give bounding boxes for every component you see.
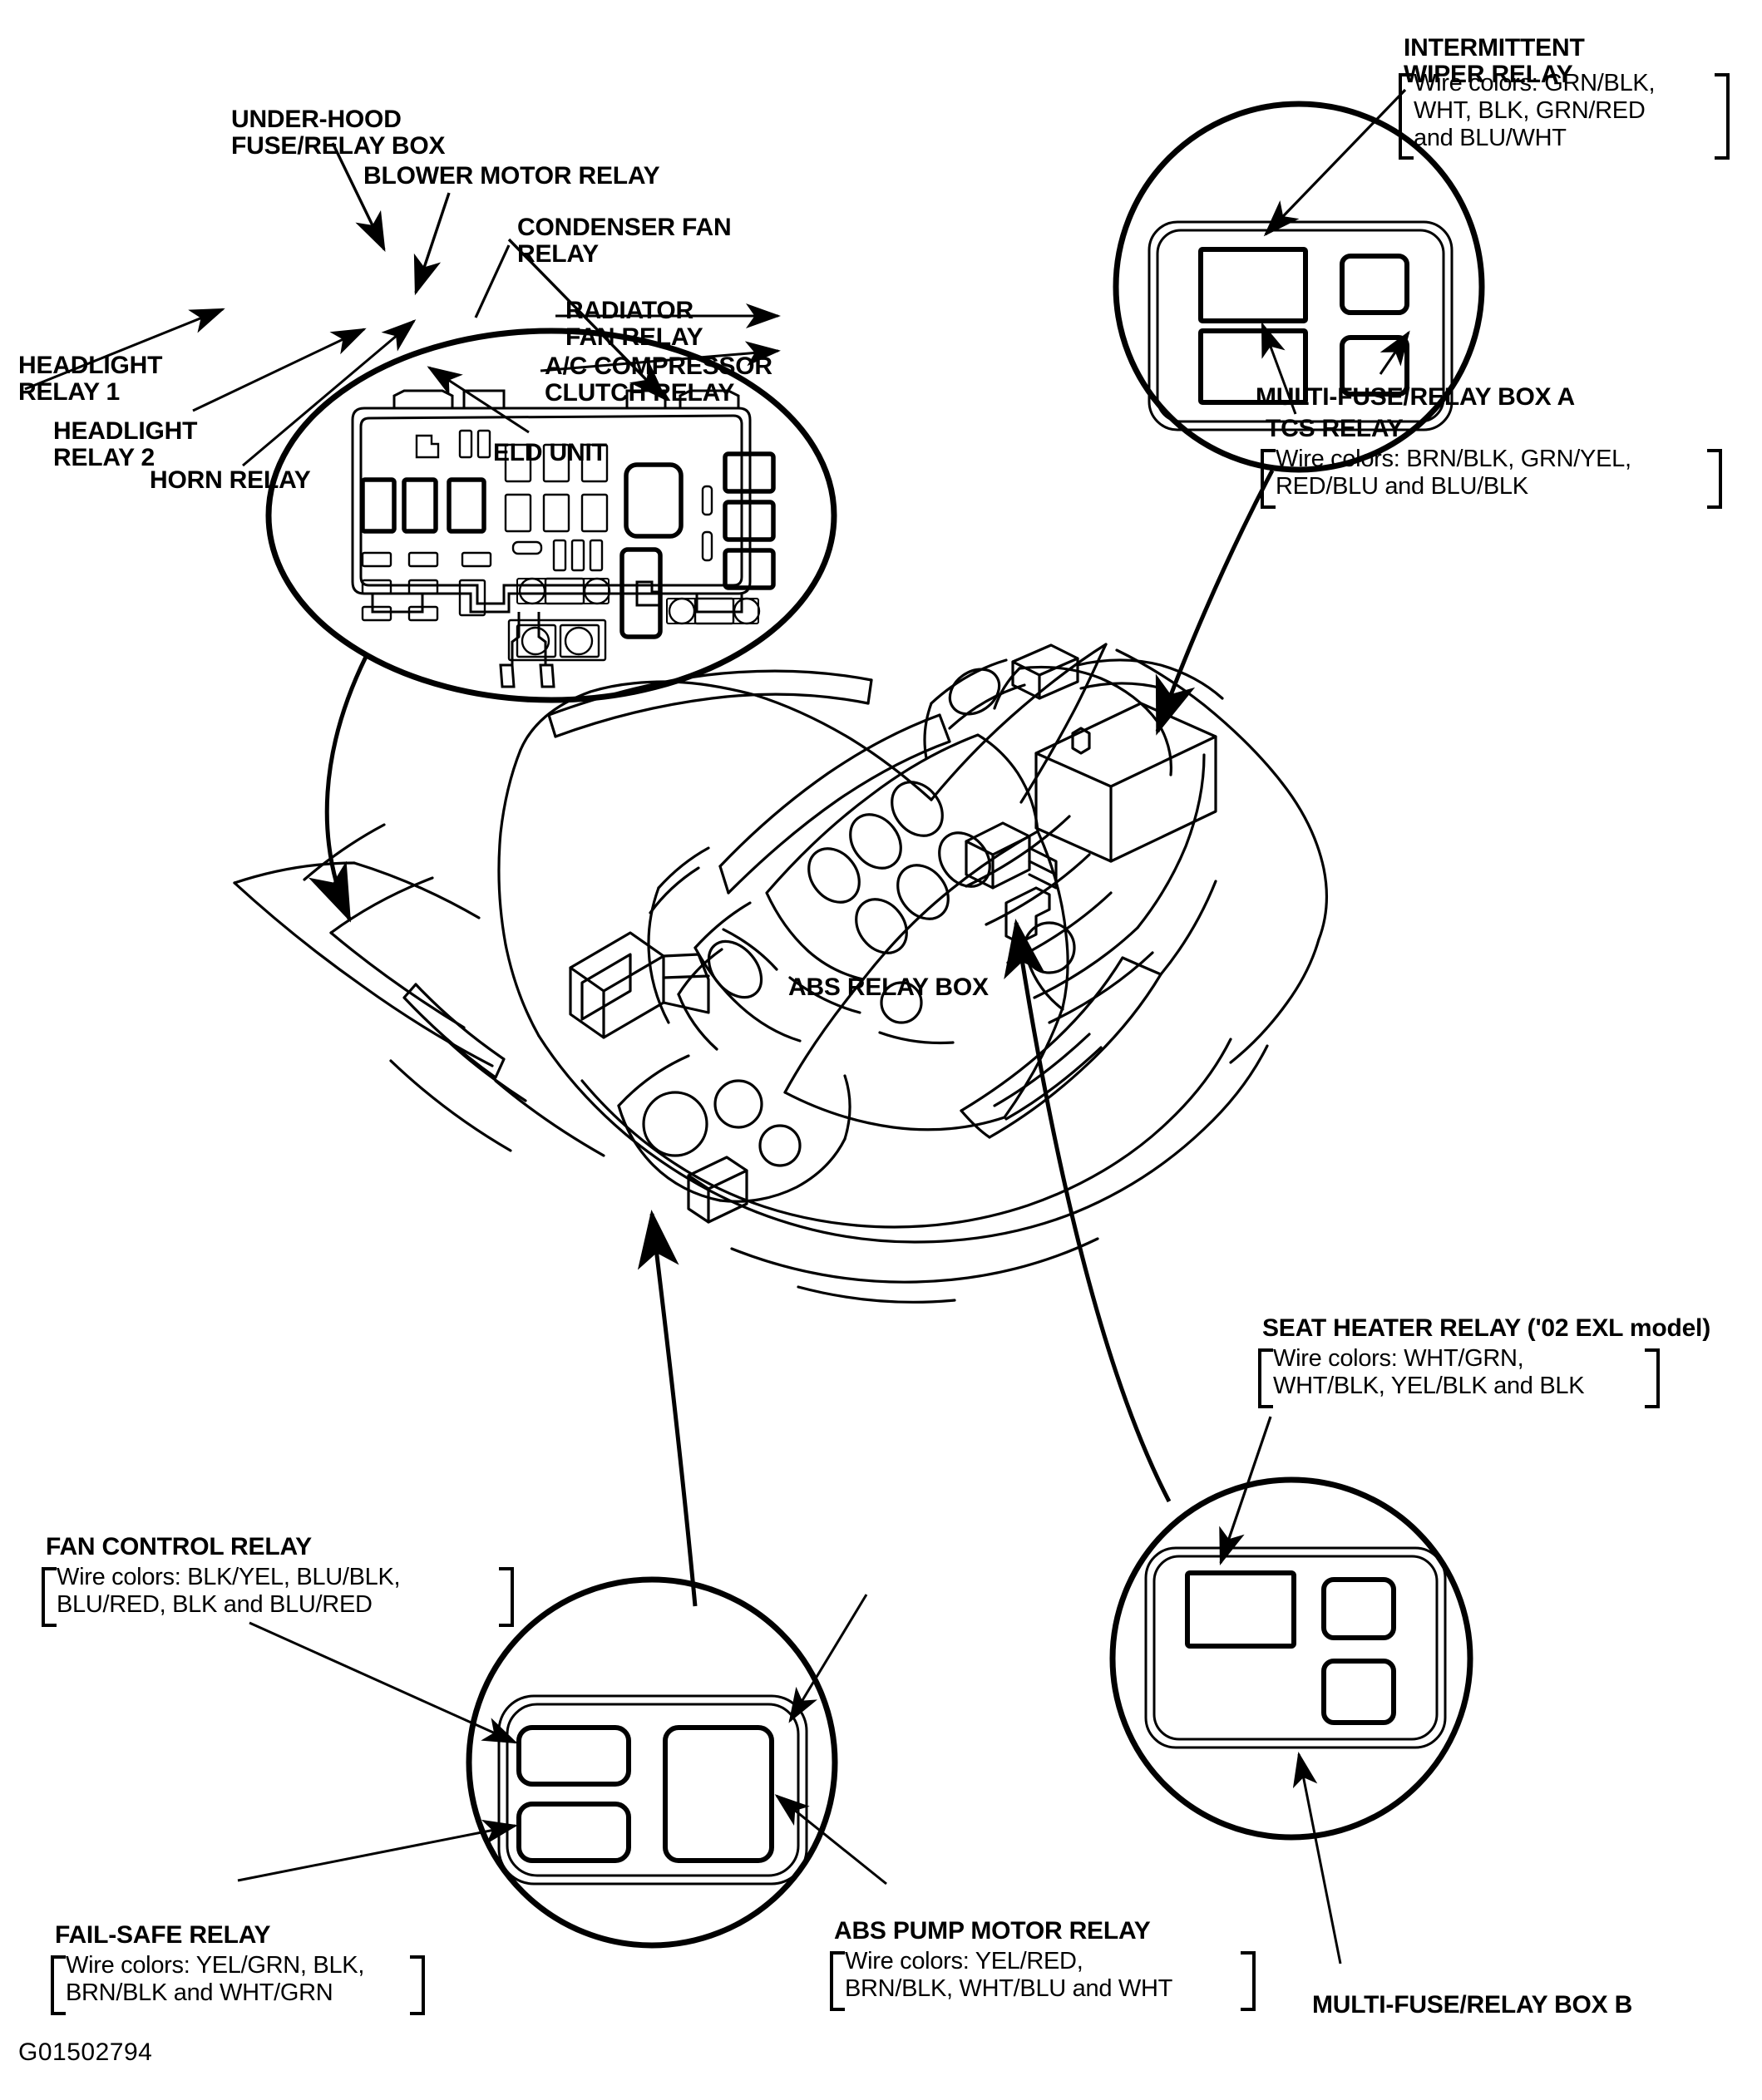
callout-leaders-box-b: [1219, 1416, 1342, 1964]
bracket-left: [51, 1955, 66, 2015]
label-fail-safe-relay: FAIL-SAFE RELAY: [55, 1921, 271, 1949]
bracket-right: [1645, 1348, 1660, 1408]
wire-colors-text: Wire colors: BRN/BLK, GRN/YEL, RED/BLU a…: [1276, 446, 1631, 500]
wire-colors-tcs-relay: Wire colors: BRN/BLK, GRN/YEL, RED/BLU a…: [1261, 446, 1722, 509]
label-tcs-relay: TCS RELAY: [1266, 415, 1404, 442]
wire-colors-fail-safe-relay: Wire colors: YEL/GRN, BLK, BRN/BLK and W…: [51, 1952, 425, 2015]
label-headlight-relay-1: HEADLIGHT RELAY 1: [18, 352, 163, 406]
bracket-left: [830, 1951, 845, 2011]
wire-colors-text: Wire colors: YEL/GRN, BLK, BRN/BLK and W…: [66, 1952, 365, 2006]
label-abs-relay-box: ABS RELAY BOX: [788, 974, 989, 1001]
label-under-hood-fuse-relay-box: UNDER-HOOD FUSE/RELAY BOX: [231, 106, 446, 160]
label-ac-compressor-clutch-relay: A/C COMPRESSOR CLUTCH RELAY: [545, 352, 772, 407]
label-radiator-fan-relay: RADIATOR FAN RELAY: [565, 297, 703, 351]
callout-leaders-box-a: [1261, 88, 1410, 415]
abs-relay-box-detail: [466, 1210, 838, 1949]
wire-colors-text: Wire colors: WHT/GRN, WHT/BLK, YEL/BLK a…: [1273, 1345, 1585, 1399]
wire-colors-fan-control-relay: Wire colors: BLK/YEL, BLU/BLK, BLU/RED, …: [42, 1564, 514, 1627]
multi-fuse-relay-box-b-detail: [1004, 919, 1473, 1841]
callout-leaders-underhood-2: [474, 244, 511, 318]
label-abs-pump-motor-relay: ABS PUMP MOTOR RELAY: [834, 1917, 1151, 1945]
engine-bay-illustration: [233, 643, 1328, 1304]
label-multi-fuse-relay-box-b: MULTI-FUSE/RELAY BOX B: [1312, 1991, 1633, 2019]
wire-colors-text: Wire colors: BLK/YEL, BLU/BLK, BLU/RED, …: [57, 1564, 401, 1618]
label-headlight-relay-2: HEADLIGHT RELAY 2: [53, 417, 198, 471]
bracket-left: [42, 1567, 57, 1627]
bracket-right: [1707, 449, 1722, 509]
label-blower-motor-relay: BLOWER MOTOR RELAY: [363, 162, 660, 190]
label-condenser-fan-relay: CONDENSER FAN RELAY: [517, 214, 732, 268]
multi-fuse-relay-box-a-detail: [1113, 101, 1485, 736]
bracket-right: [1715, 73, 1730, 160]
wire-colors-seat-heater-relay: Wire colors: WHT/GRN, WHT/BLK, YEL/BLK a…: [1258, 1345, 1660, 1408]
wire-colors-text: Wire colors: GRN/BLK, WHT, BLK, GRN/RED …: [1414, 70, 1656, 151]
label-fan-control-relay: FAN CONTROL RELAY: [46, 1533, 312, 1560]
wire-colors-abs-pump-motor-relay: Wire colors: YEL/RED, BRN/BLK, WHT/BLU a…: [830, 1948, 1256, 2011]
bracket-right: [1241, 1951, 1256, 2011]
label-horn-relay: HORN RELAY: [150, 466, 311, 494]
label-multi-fuse-relay-box-a: MULTI-FUSE/RELAY BOX A: [1256, 383, 1575, 411]
bracket-left: [1258, 1348, 1273, 1408]
wire-colors-text: Wire colors: YEL/RED, BRN/BLK, WHT/BLU a…: [845, 1948, 1173, 2002]
callout-leaders-abs: [237, 1594, 887, 1886]
label-seat-heater-relay: SEAT HEATER RELAY ('02 EXL model): [1262, 1314, 1710, 1342]
label-eld-unit: ELD UNIT: [493, 439, 607, 466]
bracket-right: [499, 1567, 514, 1627]
bracket-left: [1399, 73, 1414, 160]
bracket-right: [410, 1955, 425, 2015]
wire-colors-intermittent-wiper-relay: Wire colors: GRN/BLK, WHT, BLK, GRN/RED …: [1399, 70, 1730, 160]
label-intermittent-wiper-relay: INTERMITTENT WIPER RELAY: [1404, 34, 1585, 88]
figure-id: G01502794: [18, 2038, 153, 2066]
under-hood-fuse-relay-box-detail: [265, 328, 837, 923]
callout-leaders-underhood: [24, 142, 781, 467]
bracket-left: [1261, 449, 1276, 509]
